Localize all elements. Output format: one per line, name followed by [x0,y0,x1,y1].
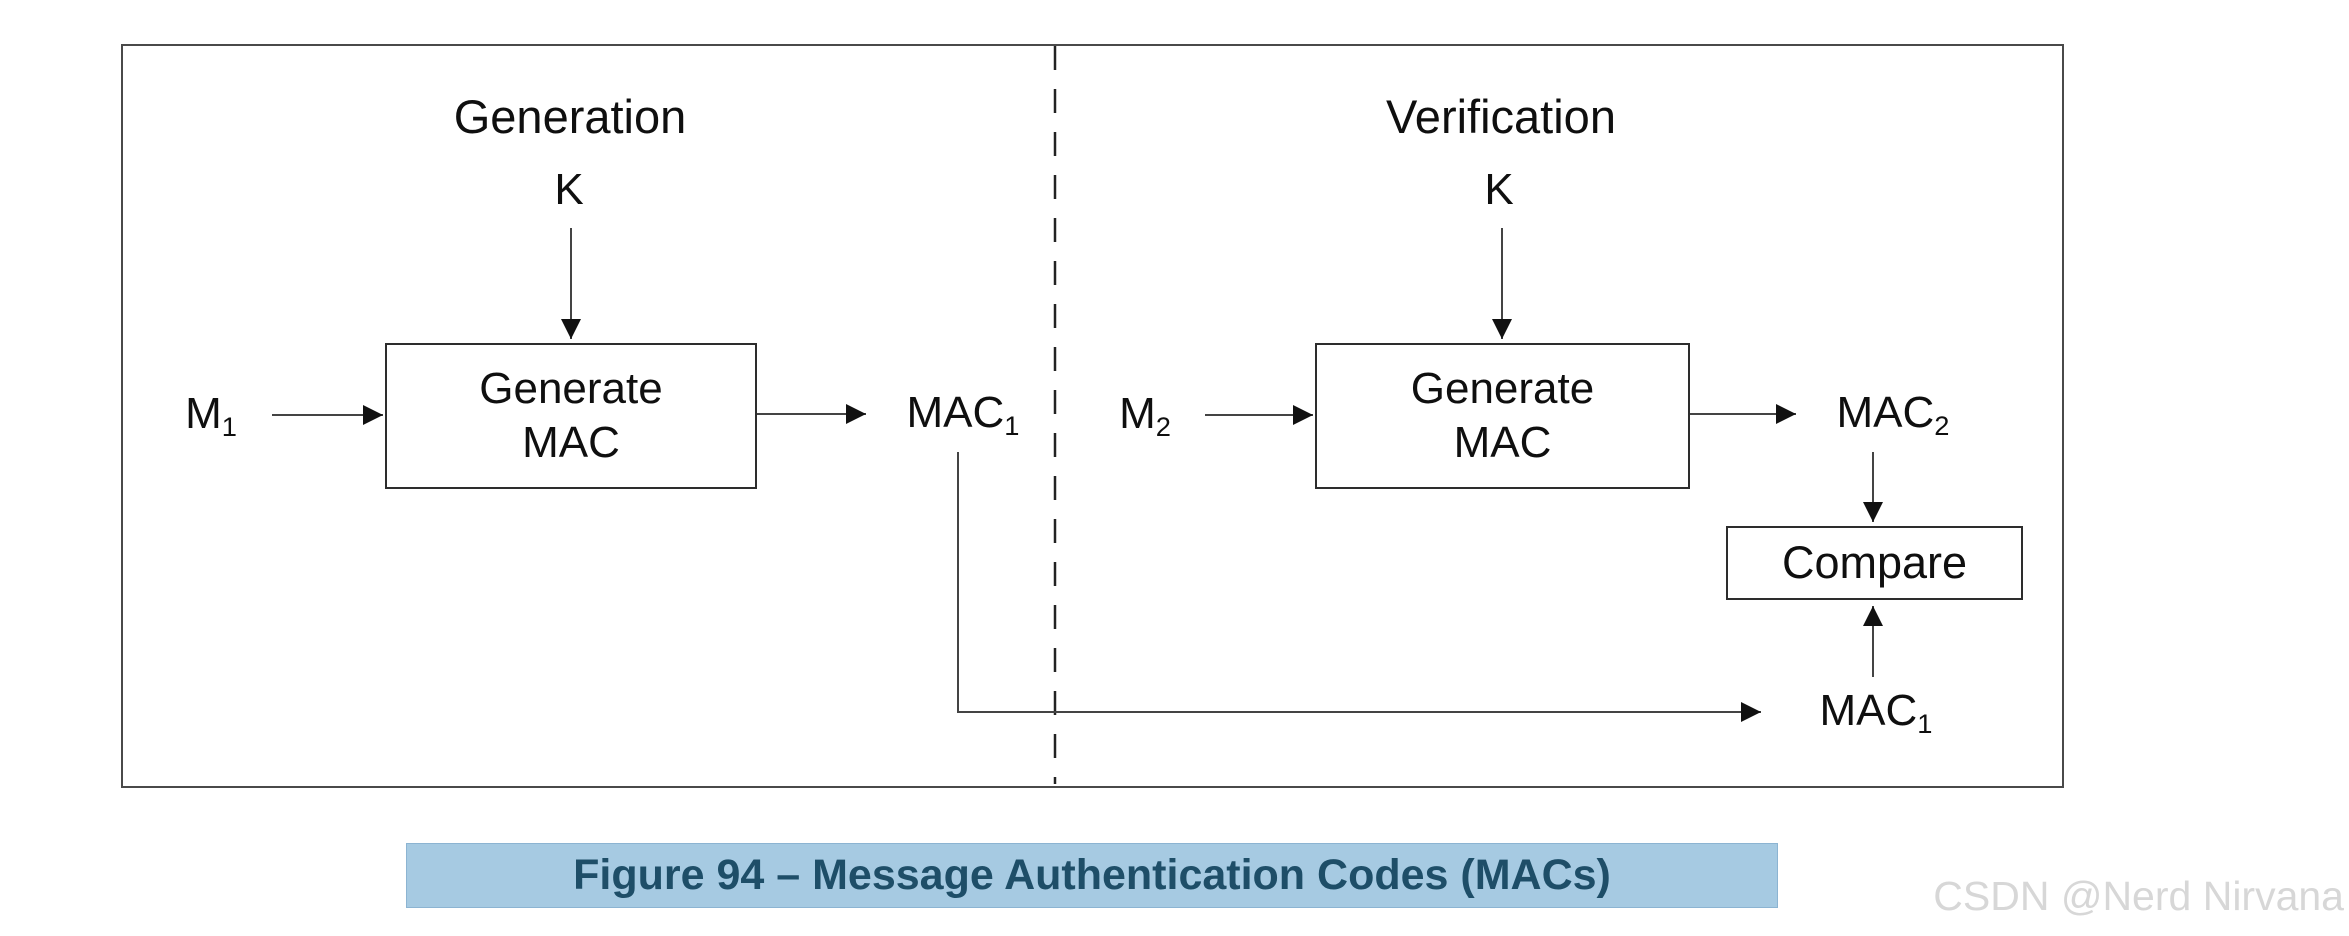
verification-message-label: M2 [1119,389,1171,442]
generation-title: Generation [453,90,687,144]
generation-mac-output-base: MAC [906,388,1005,438]
verification-title: Verification [1386,90,1616,144]
generate-mac-box-verification-line2: MAC [1453,418,1552,467]
generate-mac-box-generation: Generate MAC [385,343,757,489]
generate-mac-box-generation-line2: MAC [522,418,620,467]
figure-caption: Figure 94 – Message Authentication Codes… [406,843,1778,908]
generation-mac-output-subscript: 1 [1004,409,1020,441]
verification-mac-output-label: MAC2 [1836,388,1950,441]
generation-mac-output-label: MAC1 [906,388,1020,441]
compare-box-label: Compare [1781,536,1968,588]
received-mac-label: MAC1 [1819,686,1933,739]
generation-message-base: M [185,389,222,439]
generation-message-label: M1 [185,389,237,442]
generation-message-subscript: 1 [221,410,237,442]
generation-key-label: K [554,164,584,214]
verification-key-label: K [1484,164,1514,214]
verification-message-base: M [1119,389,1156,439]
generate-mac-box-verification: Generate MAC [1315,343,1690,489]
received-mac-subscript: 1 [1917,707,1933,739]
watermark: CSDN @Nerd Nirvana [1933,873,2344,919]
verification-message-subscript: 2 [1155,410,1171,442]
compare-box: Compare [1726,526,2023,600]
generate-mac-box-generation-line1: Generate [479,364,663,414]
verification-mac-output-base: MAC [1836,388,1935,438]
received-mac-base: MAC [1819,686,1918,736]
generate-mac-box-verification-line1: Generate [1410,364,1595,414]
verification-mac-output-subscript: 2 [1934,409,1950,441]
